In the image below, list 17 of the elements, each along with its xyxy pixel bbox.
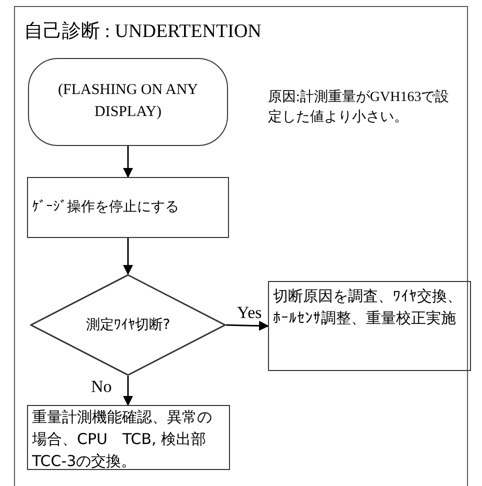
node-text: 切断原因を調査、ﾜｲﾔ交換、ﾎｰﾙｾﾝｻ調整、重量校正実施	[272, 286, 463, 329]
decision-diamond	[30, 274, 226, 376]
start-terminal	[28, 58, 228, 146]
edge-label: Yes	[236, 304, 263, 321]
arrow	[123, 146, 133, 178]
arrow	[226, 320, 269, 331]
title: 自己診断 : UNDERTENTION	[24, 20, 262, 44]
node-text: 測定ﾜｲﾔ切断?	[86, 316, 170, 335]
note-text: 原因:計測重量がGVH163で設定した値より小さい。	[268, 88, 450, 127]
arrow	[123, 238, 133, 275]
edge-label: No	[90, 378, 113, 395]
node-text: 重量計測機能確認、異常の場合、CPU TCB, 検出部TCC-3の交換。	[31, 407, 213, 472]
process-box	[268, 281, 471, 371]
node-text: ｹﾞｰｼﾞ操作を停止にする	[31, 198, 180, 218]
arrow	[123, 376, 133, 406]
process-box	[27, 177, 229, 238]
node-text: (FLASHING ON ANY DISPLAY)	[56, 81, 199, 122]
